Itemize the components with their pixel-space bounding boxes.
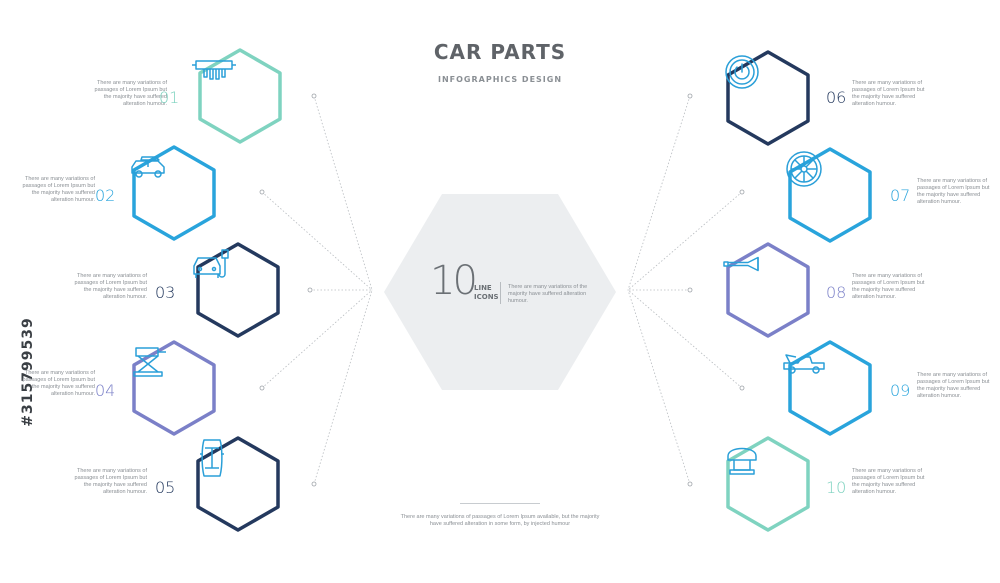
horn-icon: [723, 256, 759, 272]
item-09-hexagon: [780, 338, 880, 438]
suv-roof-box-icon: [131, 156, 165, 178]
item-10-number: 10: [826, 478, 847, 497]
footer-divider: [460, 503, 540, 504]
item-01-number: 01: [159, 88, 180, 107]
item-10-hexagon: [718, 434, 818, 534]
center-label-line1: LINE: [474, 284, 492, 292]
item-03-description: There are many variations of passages of…: [74, 273, 147, 300]
item-07-number: 07: [890, 186, 911, 205]
page-title: CAR PARTS: [433, 40, 567, 64]
item-04-hexagon: [124, 338, 224, 438]
center-divider: [500, 282, 501, 304]
item-04-number: 04: [95, 381, 116, 400]
item-02-number: 02: [95, 186, 116, 205]
item-07-hexagon: [780, 145, 880, 245]
item-07-description: There are many variations of passages of…: [917, 178, 990, 205]
item-01-hexagon: [190, 46, 290, 146]
radiator-icon: [192, 60, 236, 80]
pickup-truck-icon: [783, 354, 825, 374]
item-06-number: 06: [826, 88, 847, 107]
item-05-number: 05: [155, 478, 176, 497]
center-description: There are many variations of the majorit…: [508, 284, 588, 304]
item-03-number: 03: [155, 283, 176, 302]
item-10-description: There are many variations of passages of…: [852, 468, 925, 495]
item-08-number: 08: [826, 283, 847, 302]
car-fuel-pump-icon: [193, 249, 229, 278]
page-subtitle: INFOGRAPHICS DESIGN: [437, 75, 563, 84]
car-jack-icon: [133, 347, 166, 377]
item-05-description: There are many variations of passages of…: [74, 468, 147, 495]
center-number: 10: [430, 258, 478, 304]
footer-description: There are many variations of passages of…: [400, 514, 600, 527]
headrest-icon: [727, 447, 757, 475]
item-02-description: There are many variations of passages of…: [22, 176, 95, 203]
item-09-description: There are many variations of passages of…: [917, 372, 990, 399]
item-05-hexagon: [188, 434, 288, 534]
wheel-rim-icon: [786, 151, 822, 187]
center-label-line2: ICONS: [474, 293, 499, 301]
power-button-icon: [725, 55, 759, 89]
item-02-hexagon: [124, 143, 224, 243]
car-top-view-icon: [200, 439, 224, 477]
item-04-description: There are many variations of passages of…: [22, 370, 95, 397]
item-09-number: 09: [890, 381, 911, 400]
item-08-description: There are many variations of passages of…: [852, 273, 925, 300]
item-01-description: There are many variations of passages of…: [94, 80, 167, 107]
item-08-hexagon: [718, 240, 818, 340]
item-06-hexagon: [718, 48, 818, 148]
item-06-description: There are many variations of passages of…: [852, 80, 925, 107]
item-03-hexagon: [188, 240, 288, 340]
